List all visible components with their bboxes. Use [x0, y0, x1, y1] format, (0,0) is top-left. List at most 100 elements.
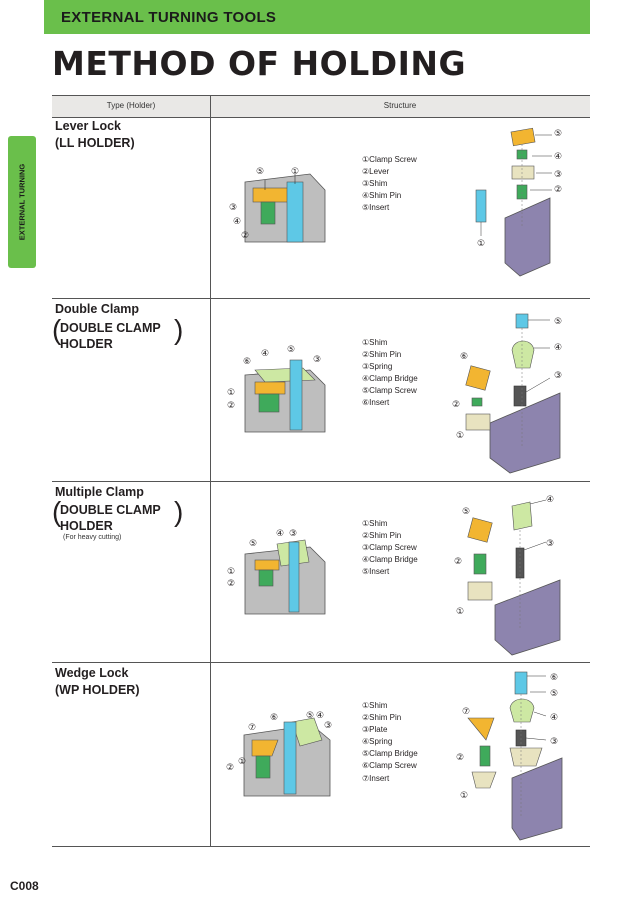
part-label: ③Spring: [362, 362, 393, 372]
part-label: ③Clamp Screw: [362, 543, 417, 553]
callout-5: ⑤: [554, 129, 562, 139]
side-tab-label: EXTERNAL TURNING: [17, 163, 27, 241]
part-label: ⑥Clamp Screw: [362, 761, 417, 771]
holder-code: (LL HOLDER): [55, 136, 135, 150]
callout-6: ⑥: [460, 352, 468, 362]
callout-7: ⑦: [248, 723, 256, 733]
double-clamp-assembly-diagram: ⑥ ④ ⑤ ③ ① ②: [227, 345, 326, 433]
callout-2: ②: [452, 400, 460, 410]
holder-type-name: Multiple Clamp: [55, 485, 144, 499]
callout-4: ④: [276, 529, 284, 539]
holder-code-block: ( DOUBLE CLAMP HOLDER ): [52, 497, 192, 534]
page-number: C008: [10, 879, 39, 893]
callout-2: ②: [454, 557, 462, 567]
paren-open: (: [52, 314, 62, 345]
part-label: ⑥Insert: [362, 398, 390, 408]
lever-lock-exploded-diagram: ⑤ ④ ③ ② ①: [475, 127, 562, 277]
part-label: ③Plate: [362, 725, 388, 735]
callout-6: ⑥: [270, 713, 278, 723]
callout-1: ①: [291, 167, 299, 177]
holder-code-line: DOUBLE CLAMP: [60, 321, 161, 335]
callout-4: ④: [261, 349, 269, 359]
callout-2: ②: [227, 579, 235, 589]
parts-list-double-clamp: ①Shim ②Shim Pin ③Spring ④Clamp Bridge ⑤C…: [362, 337, 418, 410]
callout-4: ④: [233, 217, 241, 227]
holder-code-block: ( DOUBLE CLAMP HOLDER ): [52, 315, 192, 352]
holder-type-name: Wedge Lock: [55, 666, 129, 680]
page-title: METHOD OF HOLDING: [52, 44, 467, 83]
holder-code: (WP HOLDER): [55, 683, 140, 697]
callout-2: ②: [241, 231, 249, 241]
row-divider: [52, 481, 590, 482]
paren-open: (: [52, 496, 62, 527]
callout-4: ④: [550, 713, 558, 723]
section-header: EXTERNAL TURNING TOOLS: [44, 0, 590, 34]
callout-5: ⑤: [306, 711, 314, 721]
holder-note: (For heavy cutting): [63, 534, 122, 541]
part-label: ⑦Insert: [362, 773, 390, 783]
part-label: ①Shim: [362, 701, 388, 710]
part-label: ①Shim: [362, 519, 388, 528]
callout-1: ①: [456, 607, 464, 617]
part-label: ④Clamp Bridge: [362, 555, 418, 565]
callout-3: ③: [289, 529, 297, 539]
row-divider: [52, 298, 590, 299]
holder-code-line: HOLDER: [60, 337, 113, 351]
part-label: ④Clamp Bridge: [362, 374, 418, 384]
table-bottom-line: [52, 846, 590, 847]
column-header-structure: Structure: [383, 101, 417, 110]
parts-list-wedge-lock: ①Shim ②Shim Pin ③Plate ④Spring ⑤Clamp Br…: [362, 700, 418, 785]
holder-type-name: Lever Lock: [55, 119, 122, 133]
callout-1: ①: [227, 388, 235, 398]
holder-code-line: DOUBLE CLAMP: [60, 503, 161, 517]
part-label: ④Shim Pin: [362, 191, 402, 201]
paren-close: ): [174, 314, 184, 345]
holder-code: DOUBLE CLAMP HOLDER: [60, 502, 180, 534]
callout-3: ③: [546, 539, 554, 549]
callout-7: ⑦: [462, 707, 470, 717]
part-label: ⑤Insert: [362, 203, 390, 213]
callout-1: ①: [456, 431, 464, 441]
holder-code: DOUBLE CLAMP HOLDER: [60, 320, 180, 352]
callout-5: ⑤: [256, 167, 264, 177]
callout-2: ②: [226, 763, 234, 773]
callout-3: ③: [313, 355, 321, 365]
callout-4: ④: [546, 495, 554, 505]
part-label: ④Spring: [362, 737, 393, 747]
parts-list-lever-lock: ①Clamp Screw ②Lever ③Shim ④Shim Pin ⑤Ins…: [362, 154, 417, 214]
holder-type-name: Double Clamp: [55, 302, 140, 316]
callout-5: ⑤: [249, 539, 257, 549]
callout-4: ④: [554, 152, 562, 162]
callout-5: ⑤: [550, 689, 558, 699]
callout-5: ⑤: [462, 507, 470, 517]
part-label: ②Shim Pin: [362, 713, 402, 723]
side-tab[interactable]: EXTERNAL TURNING: [8, 136, 36, 268]
callout-6: ⑥: [243, 357, 251, 367]
row-lever-lock-name: Lever Lock (LL HOLDER): [55, 118, 135, 152]
wedge-lock-assembly-diagram: ⑦ ⑥ ⑤ ④ ③ ① ②: [226, 711, 332, 797]
holder-code-line: HOLDER: [60, 519, 113, 533]
lever-lock-callouts: ⑤ ① ③ ④ ②: [229, 167, 299, 241]
section-title: EXTERNAL TURNING TOOLS: [61, 9, 277, 26]
column-divider: [210, 95, 211, 847]
double-clamp-exploded-diagram: ⑤ ④ ③ ⑥ ② ①: [452, 313, 562, 474]
part-label: ①Clamp Screw: [362, 155, 417, 164]
part-label: ⑤Insert: [362, 567, 390, 577]
callout-1: ①: [227, 567, 235, 577]
part-label: ②Shim Pin: [362, 531, 402, 541]
lever-lock-assembly-diagram: [244, 173, 326, 243]
multiple-clamp-assembly-diagram: ⑤ ④ ③ ① ②: [227, 529, 326, 615]
callout-1: ①: [460, 791, 468, 801]
callout-2: ②: [227, 401, 235, 411]
row-divider: [52, 662, 590, 663]
parts-list-multiple-clamp: ①Shim ②Shim Pin ③Clamp Screw ④Clamp Brid…: [362, 518, 418, 578]
wedge-lock-exploded-diagram: ⑥ ⑤ ④ ③ ⑦ ② ①: [456, 671, 563, 841]
callout-6: ⑥: [550, 673, 558, 683]
callout-5: ⑤: [287, 345, 295, 355]
part-label: ⑤Clamp Bridge: [362, 749, 418, 759]
multiple-clamp-exploded-diagram: ④ ③ ⑤ ② ①: [454, 495, 561, 656]
part-label: ②Shim Pin: [362, 350, 402, 360]
callout-1: ①: [238, 757, 246, 767]
callout-3: ③: [554, 170, 562, 180]
column-header-type: Type (Holder): [106, 101, 156, 110]
